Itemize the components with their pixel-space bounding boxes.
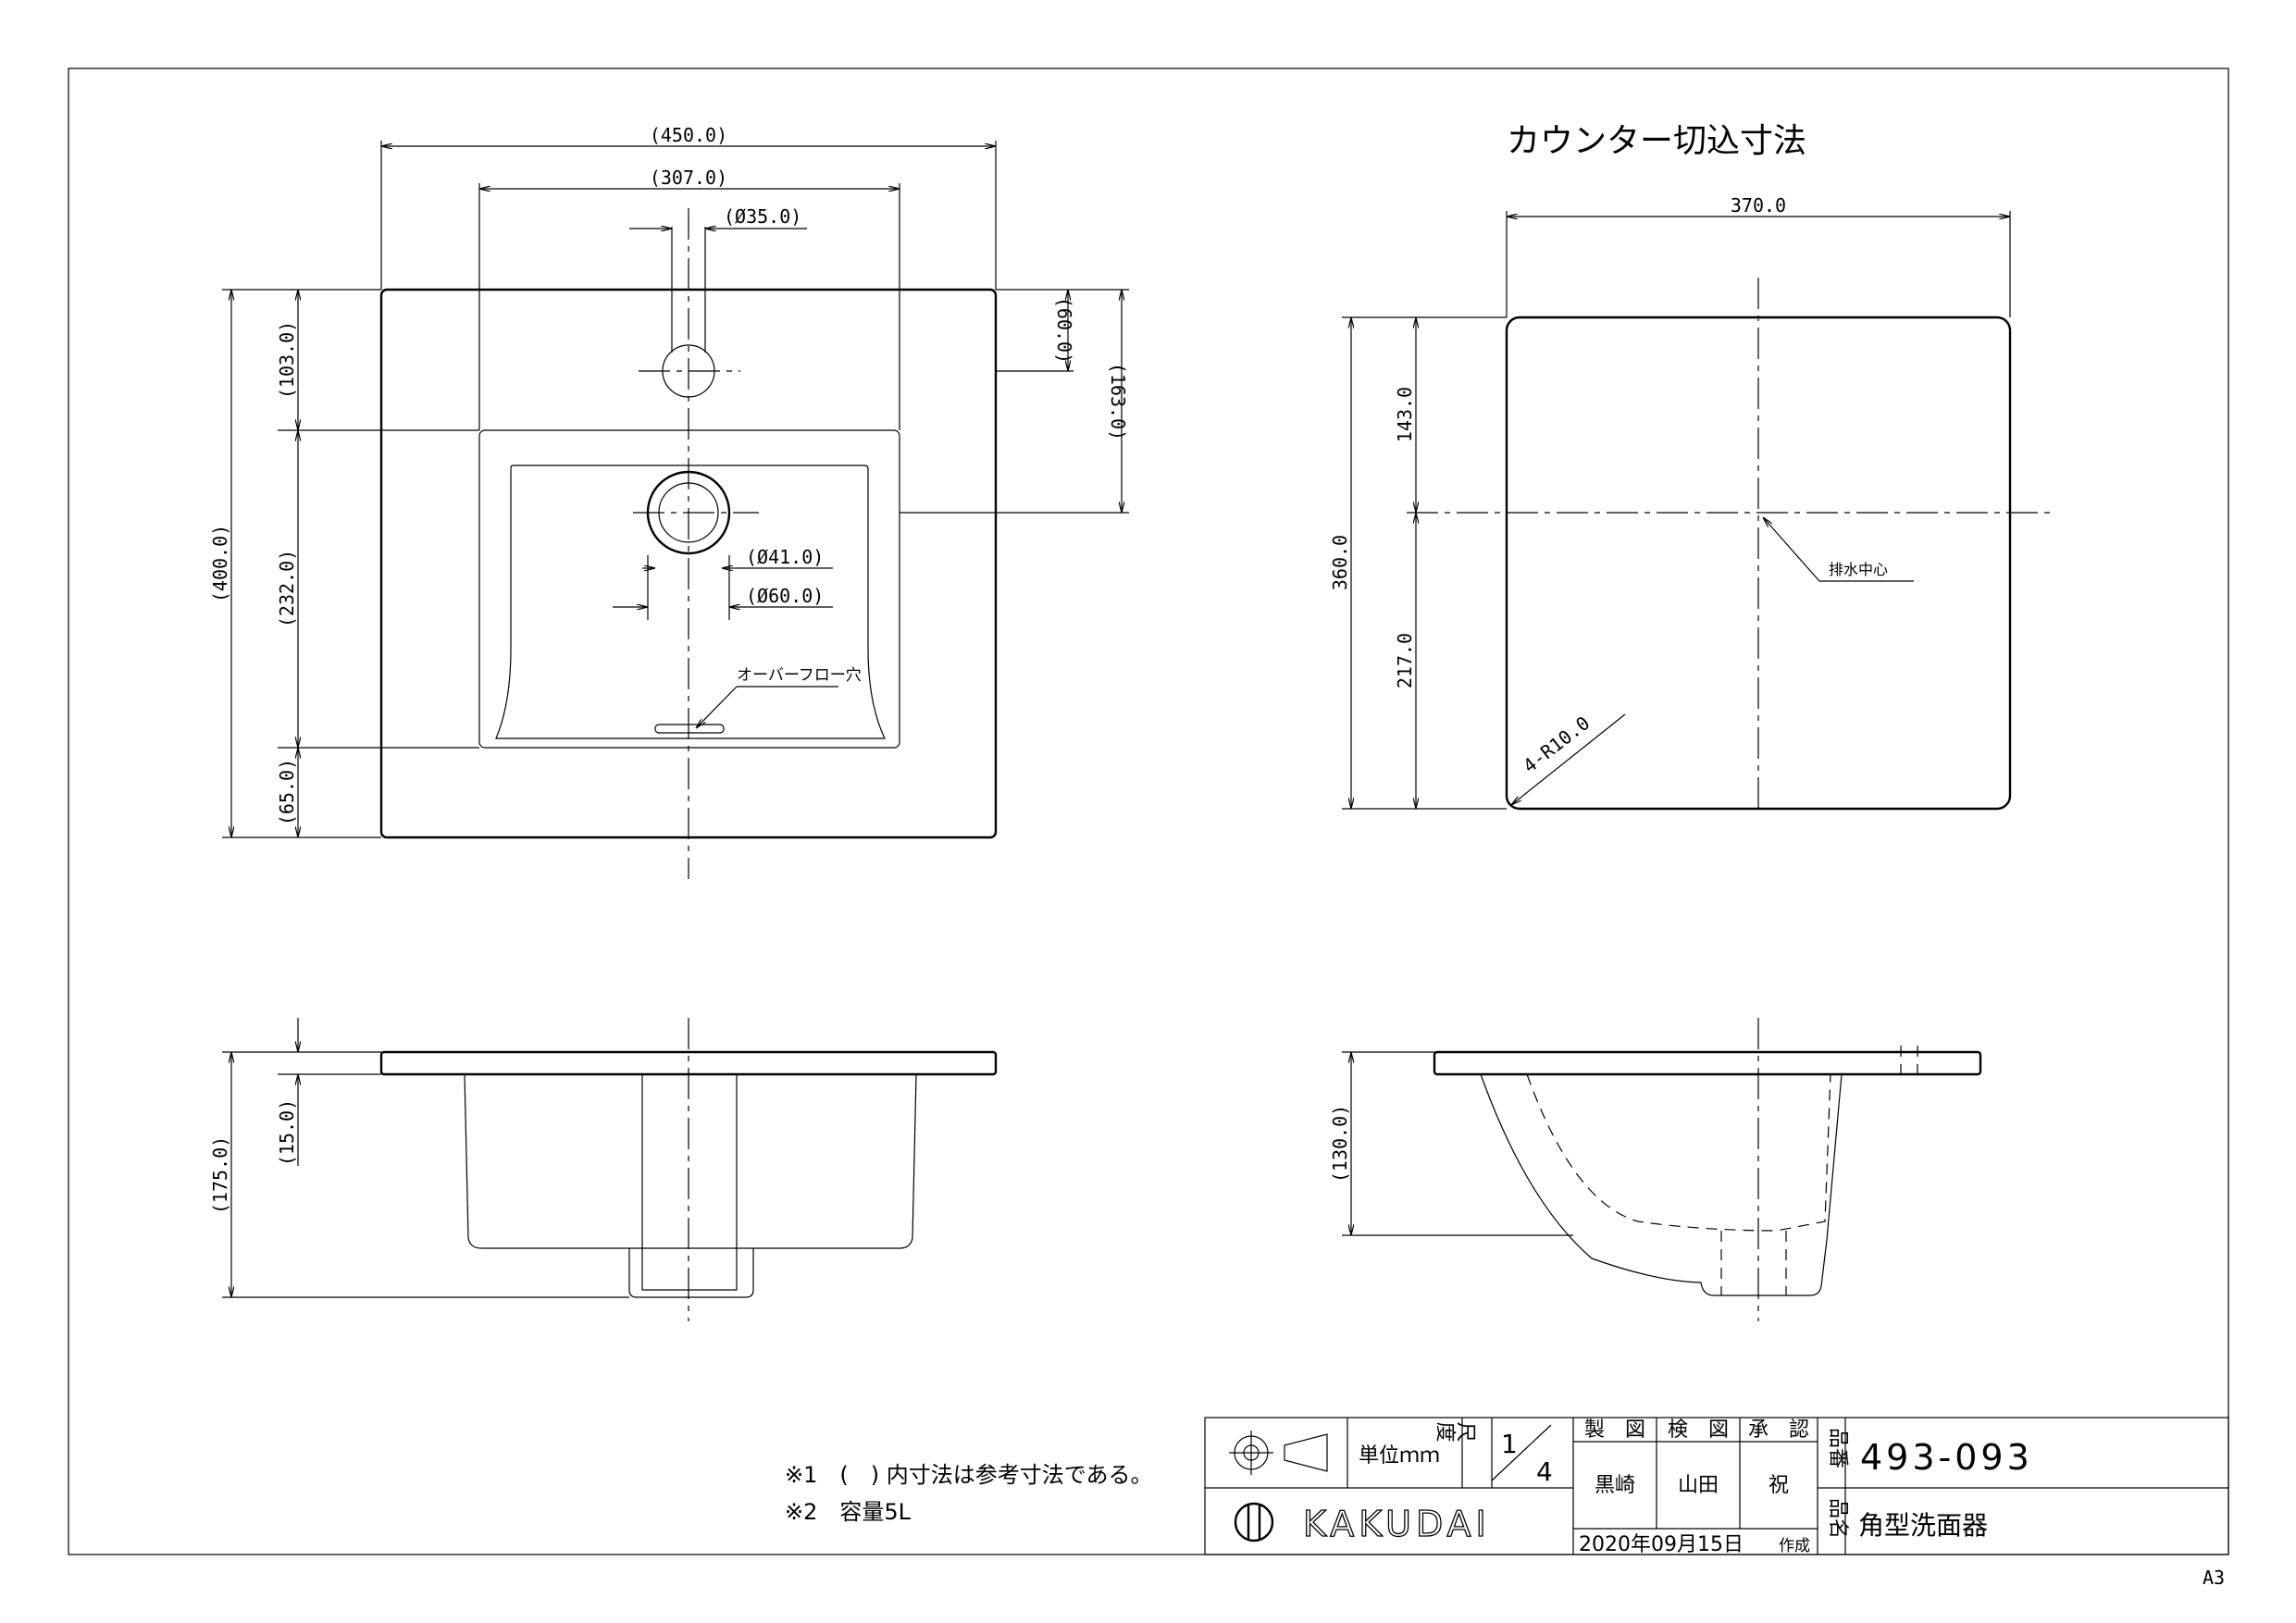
dim-faucet-hole: (Ø35.0): [724, 205, 801, 228]
approved-label: 承 認: [1748, 1419, 1809, 1442]
bowl-outer-rim: [478, 429, 900, 749]
dim-drain-inner: (Ø41.0): [746, 546, 824, 568]
date-suffix: 作成: [1779, 1537, 1810, 1555]
dim-back-deck: (103.0): [276, 321, 298, 399]
scale-denominator: 4: [1536, 1456, 1553, 1487]
part-no: 493-093: [1860, 1437, 2033, 1478]
scale-label: 尺度: [1436, 1419, 1477, 1443]
front-bowl: [464, 1073, 917, 1249]
cutout-title: カウンター切込寸法: [1507, 122, 1806, 160]
approved-by: 祝: [1769, 1474, 1789, 1497]
note-2: ※2 容量5L: [785, 1499, 912, 1525]
date: 2020年09月15日: [1579, 1533, 1744, 1556]
dim-cutout-front: 217.0: [1394, 633, 1416, 688]
unit-label: 単位ｍｍ: [1359, 1444, 1440, 1468]
scale-numerator: 1: [1501, 1429, 1518, 1459]
drawn-by: 黒崎: [1595, 1474, 1635, 1497]
top-view: (450.0) (307.0) (Ø35.0) (Ø41.0) (Ø60.0) …: [209, 124, 1129, 879]
side-bowl-outer: [1480, 1073, 1843, 1296]
dim-cutout-width: 370.0: [1731, 194, 1786, 217]
side-bowl-inner: [1526, 1073, 1831, 1232]
dim-total-height: (175.0): [209, 1136, 231, 1214]
dim-overall-width: (450.0): [650, 124, 727, 146]
dim-faucet-offset: (60.0): [1053, 297, 1075, 364]
overflow-hole-label: オーバーフロー穴: [737, 666, 862, 685]
drawing-frame: [68, 68, 2229, 1555]
note-1: ※1 ( ) 内寸法は参考寸法である。: [785, 1462, 1153, 1488]
front-view: (175.0) (15.0): [209, 1018, 998, 1321]
projection-symbol-icon: [1229, 1431, 1328, 1475]
overflow-slot: [654, 724, 725, 734]
drawn-label: 製 図: [1584, 1419, 1645, 1442]
dim-cutout-depth: 360.0: [1329, 535, 1351, 590]
dim-rim-thickness: (15.0): [276, 1099, 298, 1166]
front-drain-body: [641, 1074, 738, 1291]
dim-overall-depth: (400.0): [209, 525, 231, 602]
logo-text: KAKUDAI: [1303, 1504, 1491, 1544]
side-rim: [1433, 1050, 1982, 1076]
part-name: 角型洗面器: [1858, 1510, 1988, 1541]
drain-center-label: 排水中心: [1829, 561, 1888, 578]
title-block: 単位ｍｍ 尺度 1 4 製 図 検 図 承 認 黒崎 山田 祝 2020年09月…: [1204, 1417, 2229, 1556]
checked-label: 検 図: [1668, 1419, 1729, 1442]
cutout-view: カウンター切込寸法 370.0 360.0 143.0 217.0 4-R10.…: [1329, 122, 2054, 814]
dim-bowl-width: (307.0): [650, 167, 727, 189]
dim-drain-outer: (Ø60.0): [746, 585, 824, 607]
kakudai-logo: KAKUDAI: [1234, 1502, 1491, 1545]
dim-front-rim: (65.0): [276, 759, 298, 825]
sheet-size-label: A3: [2203, 1567, 2225, 1589]
checked-by: 山田: [1678, 1474, 1719, 1497]
part-name-label: 品名: [1826, 1498, 1849, 1539]
dim-drain-offset: (163.0): [1107, 363, 1129, 440]
dim-side-height: (130.0): [1329, 1105, 1351, 1183]
side-view: (130.0): [1329, 1018, 1982, 1321]
dim-corner-radius: 4-R10.0: [1519, 712, 1594, 777]
bowl-inner-edge: [495, 465, 886, 739]
dim-bowl-depth: (232.0): [276, 550, 298, 627]
dim-cutout-back: 143.0: [1394, 387, 1416, 442]
part-no-label: 品番: [1826, 1428, 1849, 1468]
